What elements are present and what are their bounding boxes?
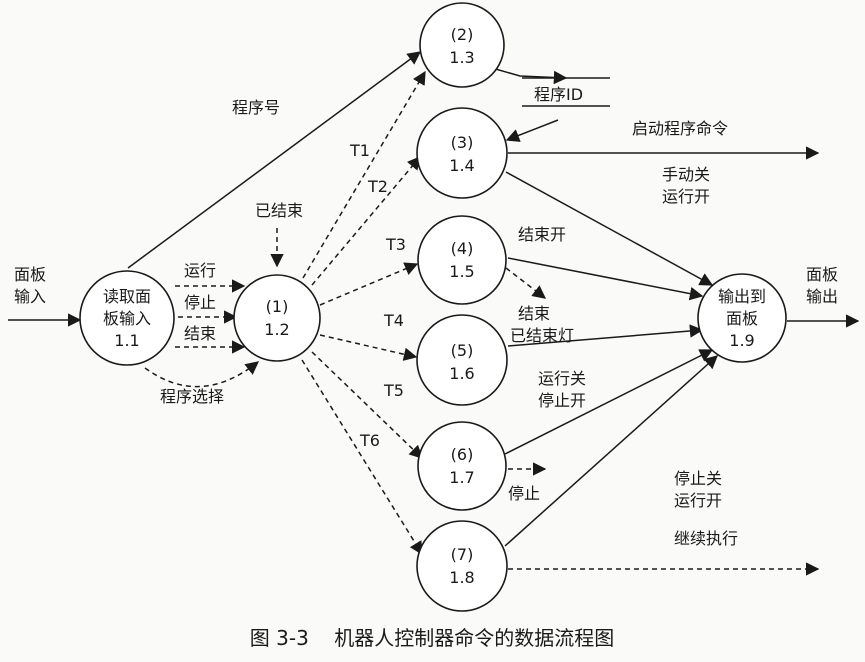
label-run-on-2: 运行开 <box>674 491 722 510</box>
node-1-2-line1: (1) <box>266 297 289 316</box>
node-1-7-line2: 1.7 <box>449 468 474 487</box>
edge-labels: 面板 输入 面板 输出 程序号 已结束 运行 停止 结束 程序选择 T1 T2 … <box>14 98 838 548</box>
label-finished-light: 已结束灯 <box>510 326 574 345</box>
edges <box>8 51 860 576</box>
label-continue-exec: 继续执行 <box>674 529 738 548</box>
node-1-1-line2: 板输入 <box>103 309 151 328</box>
node-1-4-line2: 1.4 <box>449 156 474 175</box>
label-end-on: 结束开 <box>518 225 566 244</box>
node-1-1: 读取面 板输入 1.1 <box>79 270 175 366</box>
label-stop: 停止 <box>184 293 216 312</box>
label-panel-output-2: 输出 <box>806 287 838 306</box>
node-1-3: (2) 1.3 <box>419 2 505 88</box>
node-1-7: (6) 1.7 <box>417 421 507 511</box>
node-1-9-line3: 1.9 <box>729 331 754 350</box>
node-1-4-line1: (3) <box>451 133 474 152</box>
node-1-5-line2: 1.5 <box>449 262 474 281</box>
label-start-program-cmd: 启动程序命令 <box>632 119 728 138</box>
node-1-1-line3: 1.1 <box>114 331 139 350</box>
label-end-2: 结束 <box>518 304 550 323</box>
datastore-label: 程序ID <box>534 85 583 104</box>
node-1-6-line1: (5) <box>451 341 474 360</box>
node-1-3-line1: (2) <box>451 25 474 44</box>
edge-t5 <box>311 351 423 459</box>
node-1-6-line2: 1.6 <box>449 364 474 383</box>
label-program-no: 程序号 <box>232 98 280 117</box>
label-run: 运行 <box>184 261 216 280</box>
edge-t4 <box>319 334 418 361</box>
node-1-9-line2: 面板 <box>726 309 758 328</box>
node-1-5: (4) 1.5 <box>417 215 507 305</box>
edge-t1 <box>302 70 426 279</box>
edge-17-19 <box>504 349 714 455</box>
node-1-6: (5) 1.6 <box>416 314 508 406</box>
node-1-5-line1: (4) <box>451 239 474 258</box>
edge-t3 <box>319 262 419 306</box>
label-program-select: 程序选择 <box>160 387 224 406</box>
edge-18-19 <box>504 355 719 547</box>
label-t2: T2 <box>367 177 388 196</box>
edge-16-19 <box>507 324 704 347</box>
edge-14-19 <box>505 171 714 286</box>
label-panel-output-1: 面板 <box>806 265 838 284</box>
node-1-9: 输出到 面板 1.9 <box>697 273 787 363</box>
node-1-1-line1: 读取面 <box>103 287 151 306</box>
node-1-2: (1) 1.2 <box>233 274 321 362</box>
label-t3: T3 <box>385 235 406 254</box>
label-t4: T4 <box>383 311 404 330</box>
node-1-7-line1: (6) <box>451 445 474 464</box>
label-stop-on: 停止开 <box>538 391 586 410</box>
node-1-8-line2: 1.8 <box>449 568 474 587</box>
label-run-on: 运行开 <box>662 187 710 206</box>
edge-t2 <box>311 155 421 286</box>
label-run-off: 运行关 <box>538 369 586 388</box>
edge-15-19 <box>507 257 704 301</box>
edge-to-store <box>491 67 568 85</box>
label-panel-input-1: 面板 <box>14 265 46 284</box>
node-1-3-line2: 1.3 <box>449 48 474 67</box>
node-1-2-line2: 1.2 <box>264 320 289 339</box>
label-t6: T6 <box>359 431 380 450</box>
label-manual-off: 手动关 <box>662 165 710 184</box>
label-finished: 已结束 <box>255 201 303 220</box>
label-panel-input-2: 输入 <box>14 287 46 306</box>
label-stop-off: 停止关 <box>674 469 722 488</box>
label-t5: T5 <box>383 381 404 400</box>
edge-15-end <box>505 267 547 299</box>
node-1-4: (3) 1.4 <box>416 107 508 199</box>
node-1-8: (7) 1.8 <box>416 520 508 612</box>
datastore-program-id: 程序ID <box>522 77 610 107</box>
label-end: 结束 <box>184 324 216 343</box>
edge-from-store <box>505 119 559 142</box>
node-1-9-line1: 输出到 <box>718 287 766 306</box>
label-stop-out: 停止 <box>508 484 540 503</box>
edge-program-select <box>144 361 260 388</box>
label-t1: T1 <box>349 141 370 160</box>
edge-program-no <box>127 51 422 269</box>
node-1-8-line1: (7) <box>451 545 474 564</box>
edge-t6 <box>301 359 423 556</box>
figure-caption: 图 3-3 机器人控制器命令的数据流程图 <box>250 626 614 650</box>
